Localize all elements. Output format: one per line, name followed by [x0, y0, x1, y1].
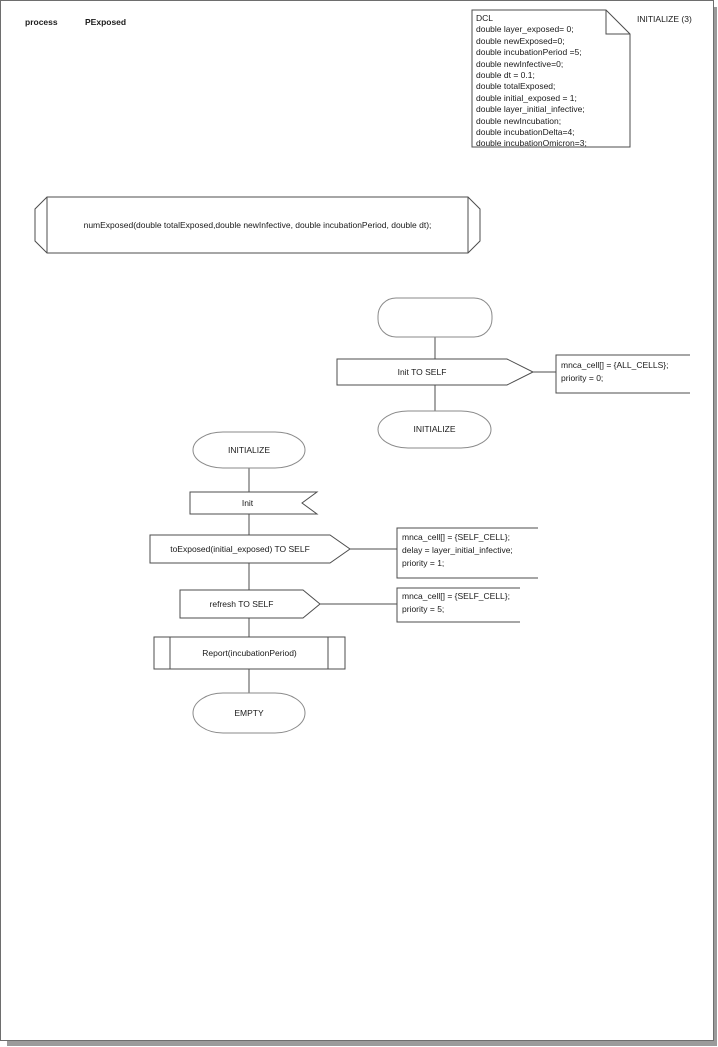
process-keyword: process [25, 17, 58, 27]
comment-init-bracket[interactable] [555, 354, 690, 394]
send-refresh-label: refresh TO SELF [209, 598, 274, 609]
send-init-to-self-label: Init TO SELF [397, 366, 447, 377]
comment-refresh-bracket[interactable] [396, 587, 520, 623]
state-initialize-left-label: INITIALIZE [227, 444, 271, 455]
state-initialize-right-shape[interactable] [377, 410, 492, 449]
send-toexposed-shape[interactable] [149, 534, 351, 564]
send-toexposed-label: toExposed(initial_exposed) TO SELF [170, 543, 310, 554]
procedure-report-label: Report(incubationPeriod) [202, 647, 297, 658]
declarations-note-shape[interactable] [471, 9, 631, 148]
procedure-signature-text: numExposed(double totalExposed,double ne… [83, 219, 432, 230]
state-empty-label: EMPTY [234, 707, 264, 718]
comment-toexposed-bracket[interactable] [396, 527, 538, 579]
input-init-shape[interactable] [189, 491, 319, 515]
comment-init-text: mnca_cell[] = {ALL_CELLS}; priority = 0; [561, 360, 669, 383]
state-empty-shape[interactable] [192, 692, 306, 734]
send-init-to-self-shape[interactable] [336, 358, 535, 386]
procedure-report-shape[interactable] [153, 636, 346, 670]
declarations-text: DCL double layer_exposed= 0; double newE… [476, 13, 587, 149]
start-symbol[interactable] [377, 297, 493, 338]
comment-toexposed-text: mnca_cell[] = {SELF_CELL}; delay = layer… [402, 532, 513, 568]
note-fold-icon [605, 10, 630, 35]
send-refresh-shape[interactable] [179, 589, 321, 619]
state-initialize-right-label: INITIALIZE [413, 424, 456, 434]
process-name: PExposed [85, 17, 127, 27]
input-init-label: Init [241, 497, 254, 508]
comment-refresh-text: mnca_cell[] = {SELF_CELL}; priority = 5; [402, 591, 510, 614]
state-initialize-left-shape[interactable] [192, 431, 306, 469]
page-title: INITIALIZE (3) [637, 14, 692, 24]
